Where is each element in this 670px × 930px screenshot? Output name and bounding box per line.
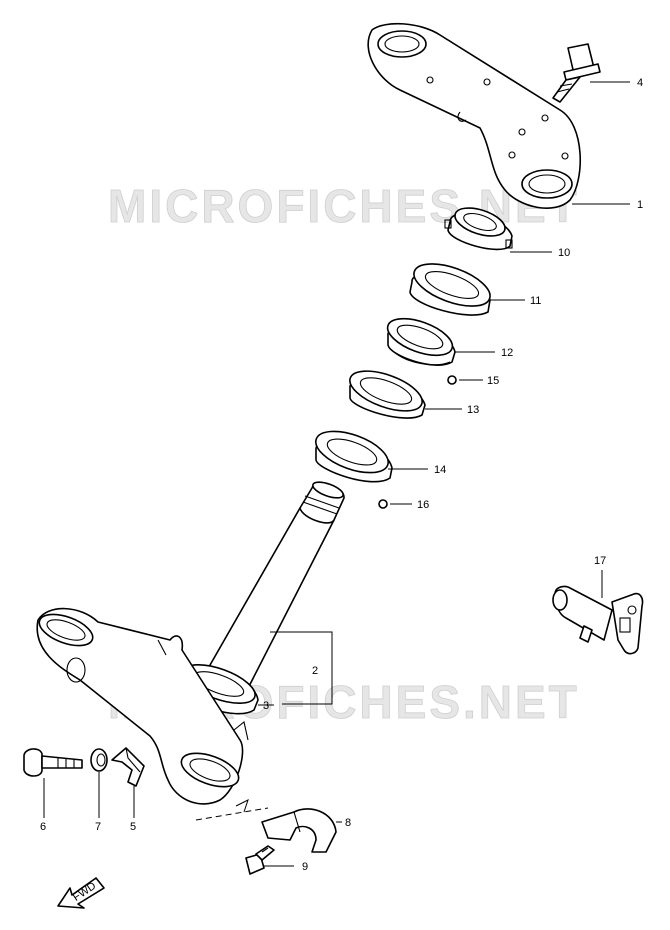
dust-seal [409,263,491,316]
steel-ball-16 [378,499,388,509]
hose-clip [111,747,145,787]
lower-race [315,430,393,483]
callout-17: 17 [594,555,606,567]
callout-11: 11 [530,295,541,307]
lower-bracket [36,607,249,805]
stem-nut [444,207,513,251]
steering-stem [197,481,345,701]
upper-bracket [367,22,582,209]
clamp-bolt [23,748,83,777]
leader-lines [43,81,630,867]
callout-5: 5 [130,821,136,833]
steel-ball-15 [447,375,457,385]
callout-9: 9 [302,861,308,873]
callout-3: 3 [263,700,269,712]
callout-7: 7 [95,821,101,833]
callout-10: 10 [558,247,570,259]
upper-bearing [386,317,456,366]
small-bolt [245,845,275,875]
callout-14: 14 [434,464,446,476]
cable-clamp [261,808,337,853]
callout-15: 15 [487,375,499,387]
fwd-arrow-icon: FWD [57,877,105,909]
callout-1: 1 [637,199,643,211]
callout-2: 2 [312,665,318,677]
callout-4: 4 [637,77,643,89]
washer [90,748,108,772]
callout-16: 16 [417,499,429,511]
watermark-top: MICROFICHES.NET [108,180,580,232]
callout-12: 12 [501,347,513,359]
steering-lock [552,585,644,655]
callout-6: 6 [40,821,46,833]
callout-8: 8 [345,817,351,829]
bearing-race [349,370,426,419]
top-bolt [552,43,601,103]
callout-13: 13 [467,404,479,416]
